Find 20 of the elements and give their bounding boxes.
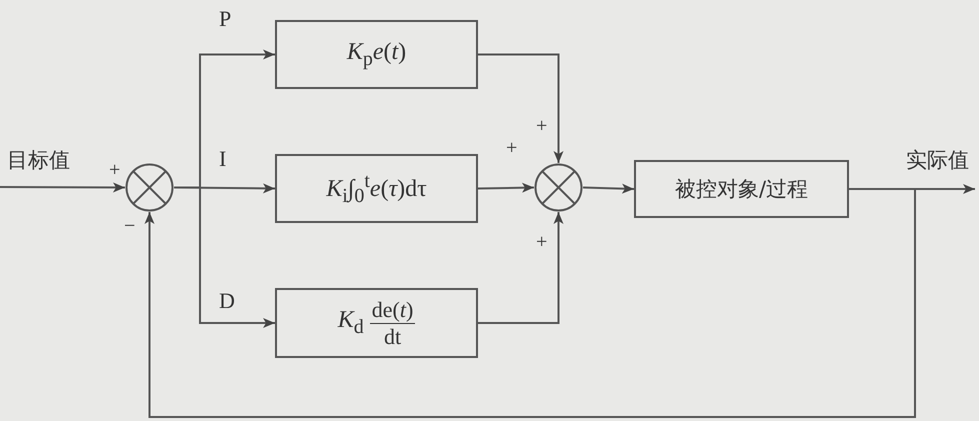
summing-junction xyxy=(534,163,583,212)
fraction-denominator: dt xyxy=(384,324,402,350)
arrow xyxy=(0,182,125,192)
arrow xyxy=(478,212,564,324)
process-box xyxy=(275,154,478,223)
formula: K$_{p}$e(t) xyxy=(346,38,406,70)
arrow xyxy=(478,182,534,193)
process-box xyxy=(634,160,849,218)
edge-label: 实际值 xyxy=(905,150,970,171)
arrow xyxy=(144,188,916,418)
arrow xyxy=(174,186,275,328)
gain-symbol: K$_{d}$ xyxy=(338,307,364,339)
process-box xyxy=(275,288,478,358)
block-label: 被控对象/过程 xyxy=(674,176,808,203)
process-box xyxy=(275,20,478,89)
formula: K$_{i}$∫$_{0}$$^{t}$e(τ)dτ xyxy=(326,170,427,208)
arrow xyxy=(582,184,634,194)
arrow xyxy=(478,54,564,163)
fraction-numerator: de(t) xyxy=(370,296,416,324)
summing-junction xyxy=(125,163,174,212)
